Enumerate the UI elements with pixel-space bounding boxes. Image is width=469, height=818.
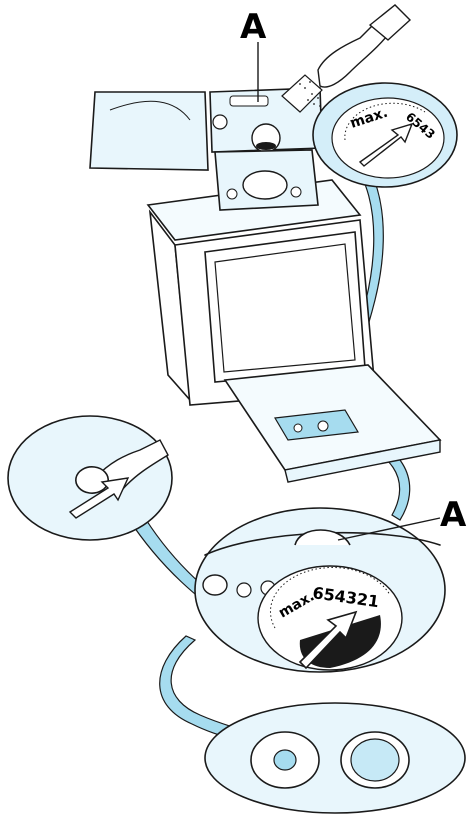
left-knob-icon bbox=[75, 466, 109, 494]
bottom-dial-dotted-arc bbox=[270, 567, 391, 629]
knob-icon bbox=[212, 114, 228, 130]
left-arrow-icon bbox=[68, 477, 130, 519]
top-flap bbox=[89, 91, 209, 171]
dishwasher-window bbox=[214, 243, 356, 373]
salt-cap-bottom bbox=[317, 420, 329, 432]
bottom-dot-1 bbox=[236, 582, 252, 598]
callout-label-right: A bbox=[440, 495, 467, 535]
top-unit: A bbox=[89, 4, 412, 211]
salt-opening-dark bbox=[256, 142, 276, 150]
bottom-dial-magnifier: A max. 654321 bbox=[194, 495, 467, 673]
salt-cap-bottom-2 bbox=[293, 423, 303, 433]
salt-cap-arch bbox=[294, 529, 351, 546]
left-hand-icon bbox=[93, 439, 169, 491]
base-dot-left bbox=[273, 749, 297, 771]
pedestal-dot-1 bbox=[226, 188, 238, 200]
top-dial-magnifier: max. 6543 bbox=[312, 82, 458, 188]
callout-line-right bbox=[337, 517, 441, 541]
dishwasher-body bbox=[146, 179, 442, 483]
callout-label-top: A bbox=[240, 7, 267, 47]
top-dial-face bbox=[331, 97, 445, 179]
salt-grains bbox=[299, 81, 321, 107]
bottom-knob-icon bbox=[202, 574, 228, 596]
top-flap-curve bbox=[109, 100, 191, 121]
top-console-button bbox=[229, 95, 269, 107]
base-circle bbox=[204, 702, 466, 814]
pedestal-dot-2 bbox=[290, 186, 302, 198]
arrow-pointer-icon bbox=[358, 122, 414, 167]
base-dot-right bbox=[350, 738, 400, 782]
salt-compartment-bottom bbox=[274, 409, 359, 441]
salt-pour-icon bbox=[281, 74, 323, 113]
base-magnifier bbox=[204, 702, 466, 814]
left-hand-magnifier bbox=[7, 415, 173, 541]
hand-icon bbox=[317, 17, 393, 88]
door-lower-edge bbox=[284, 439, 441, 483]
bottom-arrow-pointer-icon bbox=[298, 610, 358, 670]
sleeve bbox=[368, 4, 412, 41]
bottom-dial-dark-sector bbox=[299, 615, 381, 668]
pedestal-port bbox=[242, 170, 288, 200]
